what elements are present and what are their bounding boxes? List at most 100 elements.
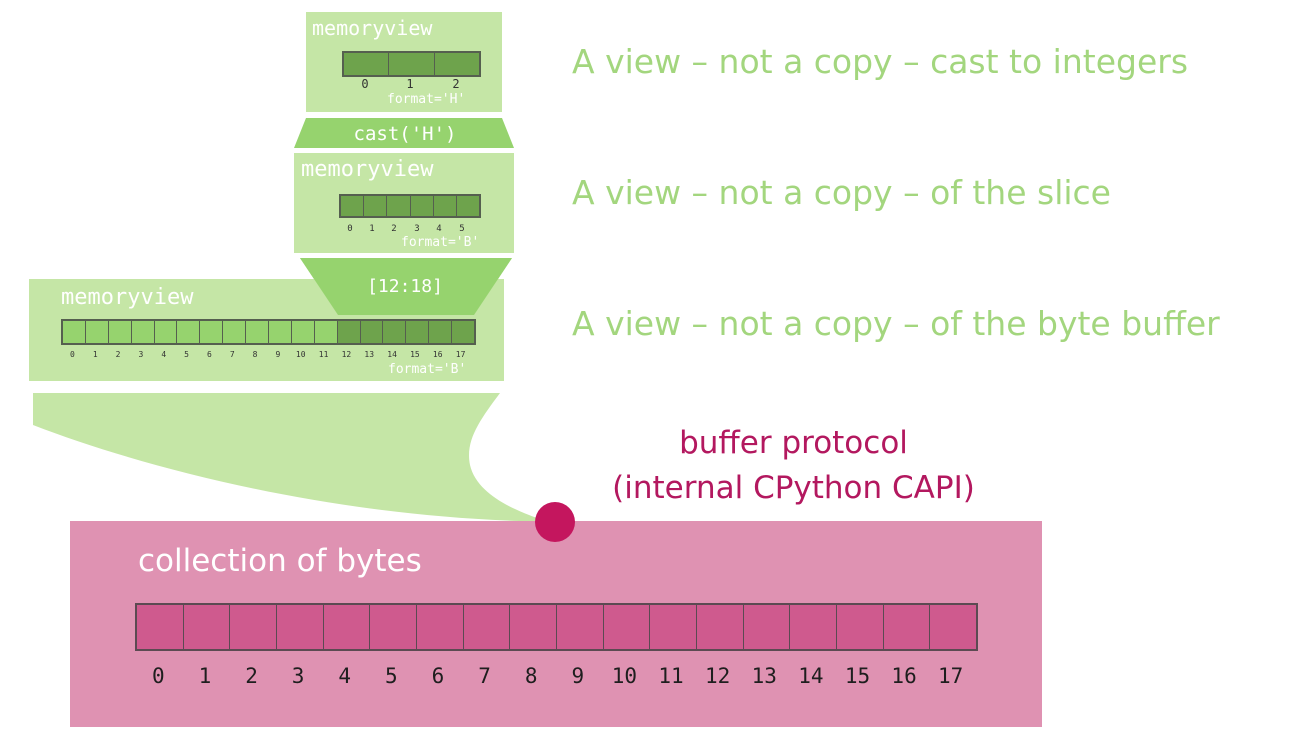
buffer-index: 6	[207, 350, 212, 359]
byte-cell	[370, 605, 418, 649]
cast-index: 2	[452, 77, 460, 91]
caption-cast: A view – not a copy – cast to integers	[572, 42, 1189, 81]
slice-index: 4	[436, 224, 442, 234]
buffer-cell	[246, 321, 270, 343]
cast-operation: cast('H')	[353, 123, 457, 145]
byte-cell	[183, 605, 231, 649]
buffer-cell	[360, 321, 384, 343]
byte-cell	[697, 605, 744, 649]
buffer-cell	[131, 321, 155, 343]
buffer-cell	[223, 321, 247, 343]
cast-index: 1	[406, 77, 414, 91]
cast-cell	[389, 53, 435, 75]
buffer-cell	[108, 321, 132, 343]
byte-index: 6	[431, 664, 445, 688]
buffer-index: 15	[410, 350, 420, 359]
buffer-cell	[63, 321, 86, 343]
slice-cell	[410, 196, 434, 216]
slice-cell	[387, 196, 411, 216]
byte-index: 16	[891, 664, 917, 688]
buffer-format: format='B'	[388, 362, 467, 377]
byte-index: 5	[385, 664, 398, 688]
slice-operation-overlay: [12:18]	[367, 276, 443, 297]
byte-index: 0	[151, 664, 165, 688]
buffer-cell	[406, 321, 430, 343]
byte-cell	[743, 605, 791, 649]
byte-index: 8	[524, 664, 538, 688]
byte-cells	[135, 603, 978, 651]
protocol-line-1: buffer protocol	[679, 425, 908, 461]
buffer-index: 7	[229, 350, 235, 359]
buffer-cell	[177, 321, 201, 343]
buffer-cell	[429, 321, 453, 343]
buffer-index: 16	[432, 350, 443, 359]
buffer-index: 2	[115, 350, 121, 359]
buffer-cell	[291, 321, 315, 343]
cast-format: format='H'	[387, 92, 466, 107]
slice-memoryview-title: memoryview	[301, 157, 434, 182]
buffer-index: 12	[341, 350, 352, 359]
buffer-index: 8	[252, 350, 258, 359]
cast-cell	[434, 53, 479, 75]
cast-band	[294, 118, 514, 148]
byte-index: 2	[245, 664, 258, 688]
slice-format: format='B'	[401, 235, 480, 250]
buffer-cell	[85, 321, 109, 343]
byte-cell	[230, 605, 278, 649]
byte-index: 17	[938, 664, 964, 688]
cast-index: 0	[361, 77, 369, 91]
buffer-index: 14	[387, 350, 397, 359]
protocol-line-2: (internal CPython CAPI)	[612, 470, 975, 506]
byte-cell	[277, 605, 324, 649]
buffer-index: 5	[184, 350, 189, 359]
byte-index: 9	[571, 664, 585, 688]
buffer-index: 10	[295, 350, 306, 359]
byte-cell	[417, 605, 464, 649]
slice-cell	[433, 196, 457, 216]
byte-index: 3	[291, 664, 305, 688]
bytes-label: collection of bytes	[138, 543, 422, 579]
buffer-index: 11	[318, 350, 329, 359]
buffer-connector	[33, 393, 545, 521]
byte-cell	[930, 605, 977, 649]
slice-cells	[339, 194, 481, 218]
buffer-index: 1	[92, 350, 98, 359]
buffer-index: 0	[70, 350, 75, 359]
slice-index: 1	[369, 224, 375, 234]
protocol-dot	[535, 502, 575, 542]
buffer-memoryview-title: memoryview	[61, 285, 194, 310]
slice-index: 3	[414, 224, 420, 234]
cast-cell	[344, 53, 390, 75]
caption-buffer: A view – not a copy – of the byte buffer	[572, 304, 1220, 343]
buffer-index: 13	[364, 350, 375, 359]
buffer-cells	[61, 319, 476, 345]
buffer-cell	[154, 321, 178, 343]
cast-memoryview-title: memoryview	[312, 16, 433, 40]
byte-index: 15	[844, 664, 871, 688]
byte-cell	[790, 605, 838, 649]
byte-cell	[837, 605, 884, 649]
byte-cell	[323, 605, 371, 649]
byte-index: 4	[338, 664, 352, 688]
byte-cell	[137, 605, 184, 649]
buffer-cell	[314, 321, 338, 343]
byte-index: 11	[658, 664, 684, 688]
buffer-cell	[269, 321, 292, 343]
slice-cell	[341, 196, 365, 216]
byte-cell	[883, 605, 931, 649]
buffer-index: 4	[161, 350, 167, 359]
slice-cell	[364, 196, 388, 216]
byte-cell	[650, 605, 698, 649]
buffer-cell	[200, 321, 224, 343]
byte-cell	[510, 605, 558, 649]
slice-index: 0	[347, 224, 353, 234]
buffer-cell	[383, 321, 407, 343]
byte-index: 12	[704, 664, 731, 688]
byte-index: 7	[478, 664, 491, 688]
cast-cells	[342, 51, 481, 77]
buffer-cell	[337, 321, 361, 343]
byte-cell	[557, 605, 604, 649]
byte-index: 1	[198, 664, 212, 688]
buffer-index: 17	[455, 350, 466, 359]
buffer-cell	[452, 321, 475, 343]
